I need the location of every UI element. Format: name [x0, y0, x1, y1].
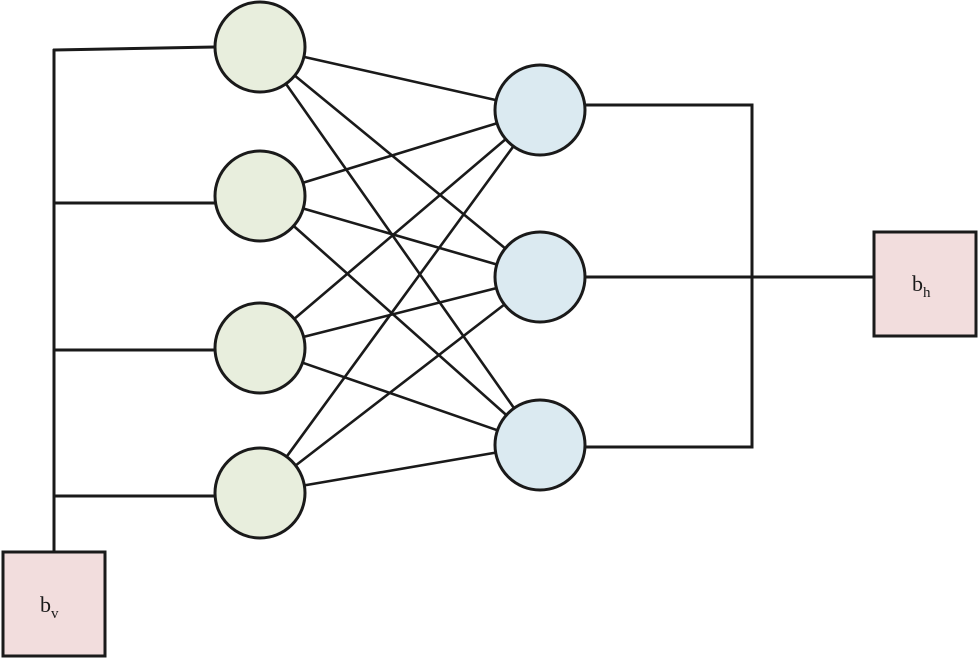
visible-bias-rect: [1, 550, 107, 658]
edge-v4-h1: [285, 145, 515, 459]
hidden-layer: [493, 63, 587, 492]
edge-v4-h2: [294, 303, 506, 467]
visible-node-3: [213, 301, 307, 395]
hidden-node-2: [493, 230, 587, 324]
edge-v3-h2: [302, 286, 498, 339]
hidden-bias-box: bh: [872, 230, 978, 338]
visible-bias-subscript: v: [51, 606, 59, 622]
hidden-node-1: [493, 63, 587, 157]
visible-node-1: [213, 0, 307, 94]
edge-v1-h3: [284, 82, 516, 410]
edge-v1-h2: [293, 74, 507, 250]
edge-v2-h1: [301, 121, 499, 185]
edge-v1-h1: [302, 55, 498, 102]
visible-bias-label: bv: [40, 592, 59, 622]
visible-node-4: [213, 446, 307, 540]
weight-connections: [284, 55, 516, 487]
visible-bias-base: b: [40, 592, 51, 617]
edge-v2-h2: [301, 207, 499, 266]
visible-node-2: [213, 149, 307, 243]
hidden-bias-label: bh: [912, 271, 931, 301]
edge-v3-h3: [301, 361, 499, 432]
hidden-node-3: [493, 398, 587, 492]
visible-layer: [213, 0, 307, 540]
edge-v4-h3: [303, 451, 497, 487]
hidden-bias-base: b: [912, 271, 923, 296]
edge-v2-h3: [292, 224, 508, 417]
bias-wiring: [52, 45, 877, 555]
hidden-bias-subscript: h: [923, 285, 931, 301]
hidden-bias-rect: [872, 230, 978, 338]
visible-bias-box: bv: [1, 550, 107, 658]
edge-v3-h1: [292, 137, 508, 321]
visible-bias-wire-1: [52, 45, 217, 52]
